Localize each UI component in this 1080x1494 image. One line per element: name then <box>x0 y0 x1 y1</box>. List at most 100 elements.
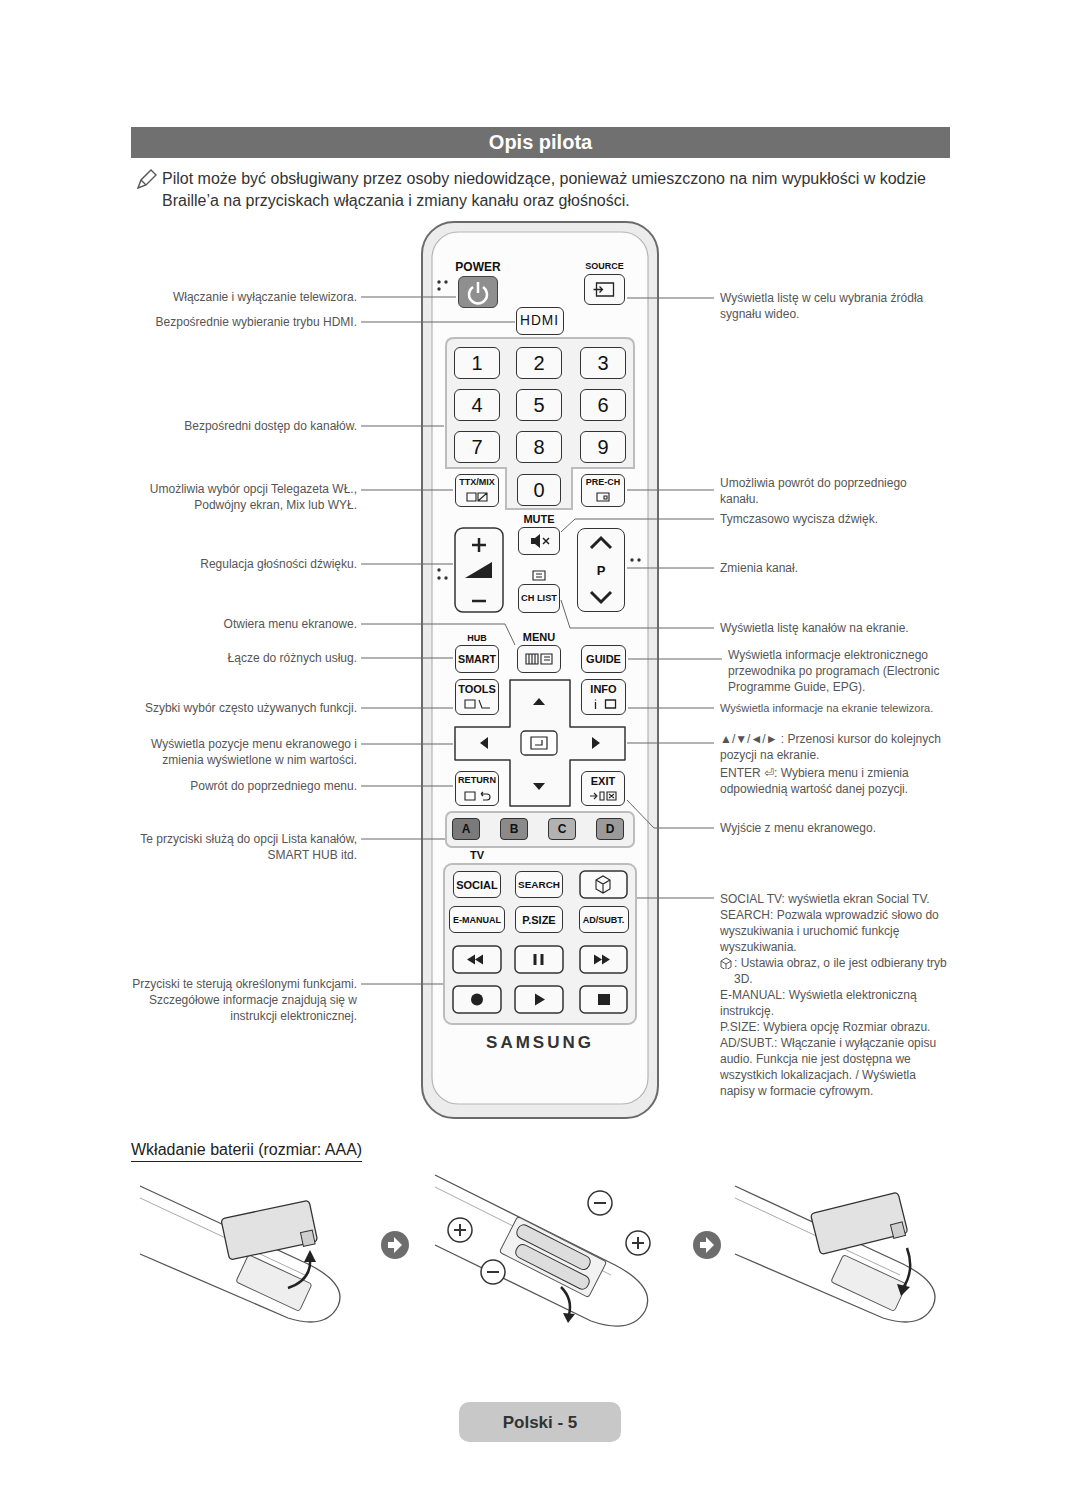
callout-label: Łącze do różnych usług. <box>127 650 357 666</box>
button-label: PRE-CH <box>586 478 621 487</box>
callout-label: Wyświetla listę kanałów na ekranie. <box>720 620 948 636</box>
callout-label: Te przyciski służą do opcji Lista kanałó… <box>117 831 357 863</box>
note-text: Pilot może być obsługiwany przez osoby n… <box>162 168 962 212</box>
battery-step <box>499 1216 606 1297</box>
leader-line <box>361 426 444 427</box>
remote-body: SAMSUNGPOWERSOURCEHDMI123456789TTX/MIX0P… <box>422 222 658 1118</box>
leader-line <box>628 708 714 709</box>
battery-step <box>810 1192 908 1256</box>
callout-label: Wyświetla listę w celu wybrania źródła s… <box>720 290 948 322</box>
button-label: B <box>510 823 519 835</box>
remote-button: SEARCH <box>515 871 563 898</box>
battery-step <box>435 1175 648 1326</box>
media-buttons <box>467 955 610 1006</box>
button-label: SMART <box>458 654 496 665</box>
button-icon <box>467 493 487 501</box>
callout-label: Wyjście z menu ekranowego. <box>720 820 948 836</box>
remote-button: EXIT <box>581 771 625 806</box>
button-icon <box>526 654 552 664</box>
remote-button: A <box>452 818 480 840</box>
button-icon <box>591 538 611 602</box>
direction-pad <box>455 680 625 806</box>
button-label: HUB <box>467 634 487 643</box>
remote-button: 8 <box>516 431 562 463</box>
remote-shell <box>422 222 658 1118</box>
button-label: HDMI <box>520 314 559 328</box>
remote-button: P <box>577 528 625 612</box>
button-label: 1 <box>471 353 482 373</box>
braille-dots <box>437 576 440 579</box>
braille-dots <box>437 568 440 571</box>
leader-line <box>627 568 714 569</box>
media-buttons <box>453 986 501 1013</box>
step-arrow <box>381 1231 721 1259</box>
button-panel <box>444 864 636 1024</box>
button-label: AD/SUBT. <box>583 915 625 924</box>
callout-label: Przyciski te sterują określonymi funkcja… <box>122 976 357 1024</box>
leader-line <box>361 839 445 840</box>
button-icon <box>517 645 561 673</box>
leader-line <box>361 786 453 787</box>
remote-button: MUTE <box>518 527 560 555</box>
leader-line <box>361 708 453 709</box>
button-label: INFO <box>590 684 616 695</box>
battery-step <box>831 1255 907 1312</box>
3d-icon <box>720 957 732 969</box>
button-icon <box>543 538 549 544</box>
battery-step <box>221 1200 318 1260</box>
braille-dots <box>630 558 633 561</box>
callout-label: Powrót do poprzedniego menu. <box>127 778 357 794</box>
battery-step <box>499 1216 606 1297</box>
button-icon <box>597 493 609 501</box>
button-label: 2 <box>533 353 544 373</box>
leader-line <box>361 564 453 565</box>
remote-shell <box>432 232 648 1104</box>
direction-pad <box>531 737 547 749</box>
button-label: 7 <box>471 437 482 457</box>
button-label: Polski - 5 <box>503 1414 578 1431</box>
braille-dots <box>444 280 447 283</box>
remote-button: P.SIZE <box>515 906 563 933</box>
remote-button: 3 <box>580 347 626 379</box>
callout-label: ▲/▼/◄/► : Przenosi kursor do kolejnych p… <box>720 731 950 763</box>
leader-line <box>361 624 515 645</box>
callout-label: Tymczasowo wycisza dźwięk. <box>720 511 948 527</box>
button-label: P.SIZE <box>522 914 555 925</box>
leader-line <box>361 297 722 984</box>
callout-label: Bezpośrednie wybieranie trybu HDMI. <box>127 314 357 330</box>
button-icon <box>593 286 602 292</box>
media-buttons <box>453 946 627 1013</box>
button-icon <box>590 792 616 800</box>
button-icon <box>465 792 490 800</box>
button-label: TOOLS <box>458 684 496 695</box>
3d-button <box>580 871 627 898</box>
remote-button: 1 <box>454 347 500 379</box>
button-label: MENU <box>523 632 555 643</box>
button-label: 5 <box>533 395 544 415</box>
battery-step <box>435 1175 648 1326</box>
remote-button: 6 <box>580 389 626 421</box>
callout-label: : Ustawia obraz, o ile jest odbierany tr… <box>720 955 950 987</box>
remote-button: 5 <box>516 389 562 421</box>
battery-step <box>831 1255 907 1312</box>
button-label: SEARCH <box>518 880 560 890</box>
callout-label: Wyświetla informacje na ekranie telewizo… <box>720 701 950 716</box>
braille-dots <box>637 558 640 561</box>
callout-label: Włączanie i wyłączanie telewizora. <box>127 289 357 305</box>
button-icon <box>531 534 540 548</box>
battery-step <box>236 1255 312 1312</box>
volume-rocker <box>465 562 492 578</box>
battery-step <box>897 1284 910 1296</box>
button-label: TTX/MIX <box>459 478 495 487</box>
braille-dots <box>444 576 447 579</box>
battery-step <box>288 1258 310 1288</box>
button-label: EXIT <box>591 776 615 787</box>
button-label: RETURN <box>458 776 496 785</box>
battery-step <box>140 1186 340 1322</box>
button-label: 0 <box>533 480 544 500</box>
callout-label: Umożliwia wybór opcji Telegazeta WŁ., Po… <box>132 481 357 513</box>
battery-step <box>735 1186 935 1322</box>
3d-button <box>580 871 627 898</box>
button-label: 9 <box>597 437 608 457</box>
leader-line <box>361 297 456 298</box>
